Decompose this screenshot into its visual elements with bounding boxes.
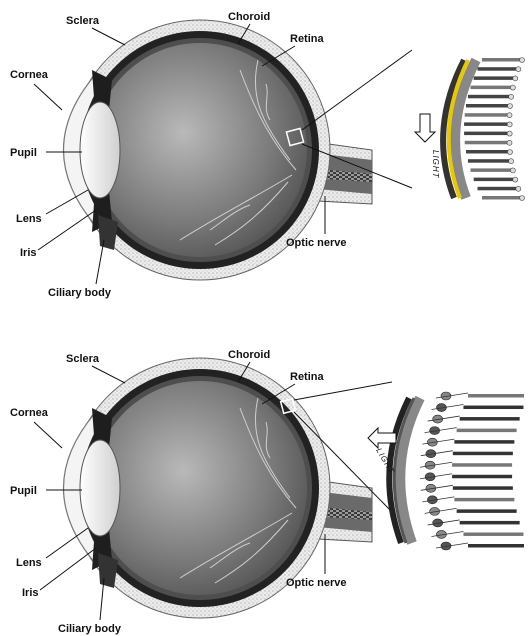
photoreceptor-rod <box>474 178 514 182</box>
ciliary-body-label: Ciliary body <box>58 623 122 635</box>
choroid-label: Choroid <box>228 349 270 361</box>
eye-diagram-bottom: LIGHT Sclera Choroid Retina Cornea Pupil… <box>10 349 524 635</box>
photoreceptor-cap <box>509 159 514 164</box>
photoreceptor-cap <box>513 76 518 81</box>
photoreceptor-rod <box>463 532 523 536</box>
lens-shape <box>80 102 120 198</box>
photoreceptor-cap <box>507 131 512 136</box>
iris-label: Iris <box>22 587 39 599</box>
ciliary-body-label: Ciliary body <box>48 287 112 299</box>
optic-nerve-label: Optic nerve <box>286 577 347 589</box>
photoreceptor-rod <box>454 440 514 444</box>
photoreceptor-cap <box>513 177 518 182</box>
photoreceptor-cap <box>508 104 513 109</box>
photoreceptor-rod <box>474 76 514 80</box>
photoreceptor-rod <box>468 544 524 548</box>
photoreceptor-rod <box>464 132 508 136</box>
photoreceptor-rod <box>452 475 512 479</box>
lens-label: Lens <box>16 557 42 569</box>
photoreceptor-rod <box>482 58 520 62</box>
cornea-label: Cornea <box>10 69 49 81</box>
photoreceptor-rod <box>460 521 520 525</box>
photoreceptor-cap <box>516 67 521 72</box>
retina-label: Retina <box>290 371 325 383</box>
photoreceptor-rod <box>453 486 513 490</box>
retina-label: Retina <box>290 33 325 45</box>
photoreceptor-rod <box>478 187 517 191</box>
photoreceptor-rod <box>470 168 510 172</box>
photoreceptor-rod <box>478 67 517 71</box>
retina-detail-bottom <box>389 392 524 550</box>
photoreceptor-rod <box>454 498 514 502</box>
photoreceptor-rod <box>464 122 508 126</box>
photoreceptor-cap <box>507 122 512 127</box>
photoreceptor-cap <box>520 58 525 63</box>
sclera-label: Sclera <box>66 353 100 365</box>
photoreceptor-cap <box>509 94 514 99</box>
light-arrow-top <box>415 114 435 142</box>
photoreceptor-rod <box>457 429 517 433</box>
photoreceptor-rod <box>466 150 508 154</box>
photoreceptor-rod <box>465 113 508 117</box>
photoreceptor-cap <box>510 168 515 173</box>
photoreceptor-rod <box>453 452 513 456</box>
photoreceptor-rod <box>482 196 520 200</box>
lens-label: Lens <box>16 213 42 225</box>
iris-label: Iris <box>20 247 37 259</box>
photoreceptor-rod <box>463 406 523 410</box>
photoreceptor-cap <box>516 186 521 191</box>
photoreceptor-rod <box>457 509 517 513</box>
pupil-label: Pupil <box>10 485 37 497</box>
vitreous-body <box>93 43 307 257</box>
light-label: LIGHT <box>431 150 440 179</box>
photoreceptor-rod <box>452 463 512 467</box>
photoreceptor-cap <box>507 113 512 118</box>
photoreceptor-rod <box>468 394 524 398</box>
photoreceptor-cap <box>508 150 513 155</box>
photoreceptor-cap <box>520 196 525 201</box>
cornea-label: Cornea <box>10 407 49 419</box>
photoreceptor-rod <box>468 159 509 163</box>
lens-shape <box>80 440 120 536</box>
photoreceptor-rod <box>466 104 508 108</box>
photoreceptor-rod <box>468 95 509 99</box>
photoreceptor-rod <box>465 141 508 145</box>
photoreceptor-rod <box>460 417 520 421</box>
pupil-label: Pupil <box>10 147 37 159</box>
retina-detail-top <box>443 58 524 201</box>
optic-nerve-label: Optic nerve <box>286 237 347 249</box>
photoreceptor-cap <box>507 140 512 145</box>
photoreceptor-cap <box>510 85 515 90</box>
sclera-label: Sclera <box>66 15 100 27</box>
vitreous-body <box>93 381 307 595</box>
choroid-label: Choroid <box>228 11 270 23</box>
photoreceptor-rod <box>470 86 510 90</box>
eye-diagram-top: LIGHT Sclera Choroid Retina Cornea Pupil… <box>10 11 525 299</box>
